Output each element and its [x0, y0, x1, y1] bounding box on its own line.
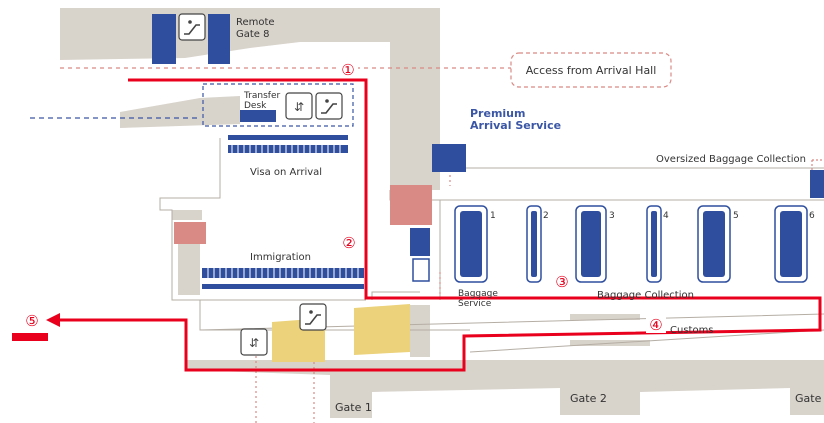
remote-gate-line2: Gate 8: [236, 29, 270, 40]
route-markers: ① ② ③ ④ ⑤: [25, 60, 666, 334]
belt-number: 2: [543, 211, 549, 221]
route-marker-4: ④: [649, 316, 662, 334]
belt-1: 1: [454, 205, 496, 283]
premium-label: Premium Arrival Service: [470, 107, 561, 132]
arrival-route: [58, 78, 822, 372]
route-marker-1: ①: [341, 61, 354, 79]
elevator-icon: ⇵: [285, 92, 313, 120]
route-arrow: [46, 313, 60, 327]
svg-text:⇵: ⇵: [294, 100, 304, 114]
route-marker-5: ⑤: [25, 312, 38, 330]
belt-number: 5: [733, 211, 739, 221]
route-marker-3: ③: [555, 273, 568, 291]
service-blocks: [152, 14, 824, 362]
svg-text:⇵: ⇵: [249, 336, 259, 350]
belt-6: 6: [774, 205, 815, 283]
visa-counters: [228, 135, 348, 153]
counter-stripes: [207, 145, 359, 278]
remote-gate-label: Remote Gate 8: [236, 17, 278, 40]
access-hall-label: Access from Arrival Hall: [526, 64, 657, 77]
visa-label: Visa on Arrival: [250, 167, 322, 178]
route-marker-2: ②: [342, 234, 355, 252]
remote-gate-line1: Remote: [236, 17, 275, 28]
belt-number: 3: [609, 211, 615, 221]
access-callout: [510, 52, 672, 88]
elevator-icon: ⇵: [240, 328, 268, 356]
escalator-icon: [178, 13, 206, 41]
escalator-icon: [315, 92, 343, 120]
belt-5: 5: [697, 205, 739, 283]
gate-3-label: Gate: [795, 392, 822, 405]
gate-2-label: Gate 2: [570, 392, 607, 405]
belt-number: 6: [809, 211, 815, 221]
transfer-desk-label: Transfer Desk: [243, 91, 283, 111]
baggage-belts: 1 2 3 4 5 6: [454, 205, 815, 283]
premium-service-desk: [432, 144, 466, 172]
customs-label: Customs: [670, 325, 714, 336]
belt-3: 3: [575, 205, 615, 283]
immigration-label: Immigration: [250, 252, 311, 263]
belt-number: 1: [490, 211, 496, 221]
belt-number: 4: [663, 211, 669, 221]
exit-bar: [12, 333, 48, 341]
baggage-service-label: Baggage Service: [458, 289, 501, 309]
belt-2: 2: [526, 205, 549, 283]
baggage-collection-label: Baggage Collection: [597, 290, 694, 301]
immigration-counters: [202, 268, 364, 289]
gate-1-label: Gate 1: [335, 401, 372, 414]
belt-4: 4: [646, 205, 669, 283]
oversized-label: Oversized Baggage Collection: [656, 154, 806, 165]
escalator-icon: [299, 303, 327, 331]
